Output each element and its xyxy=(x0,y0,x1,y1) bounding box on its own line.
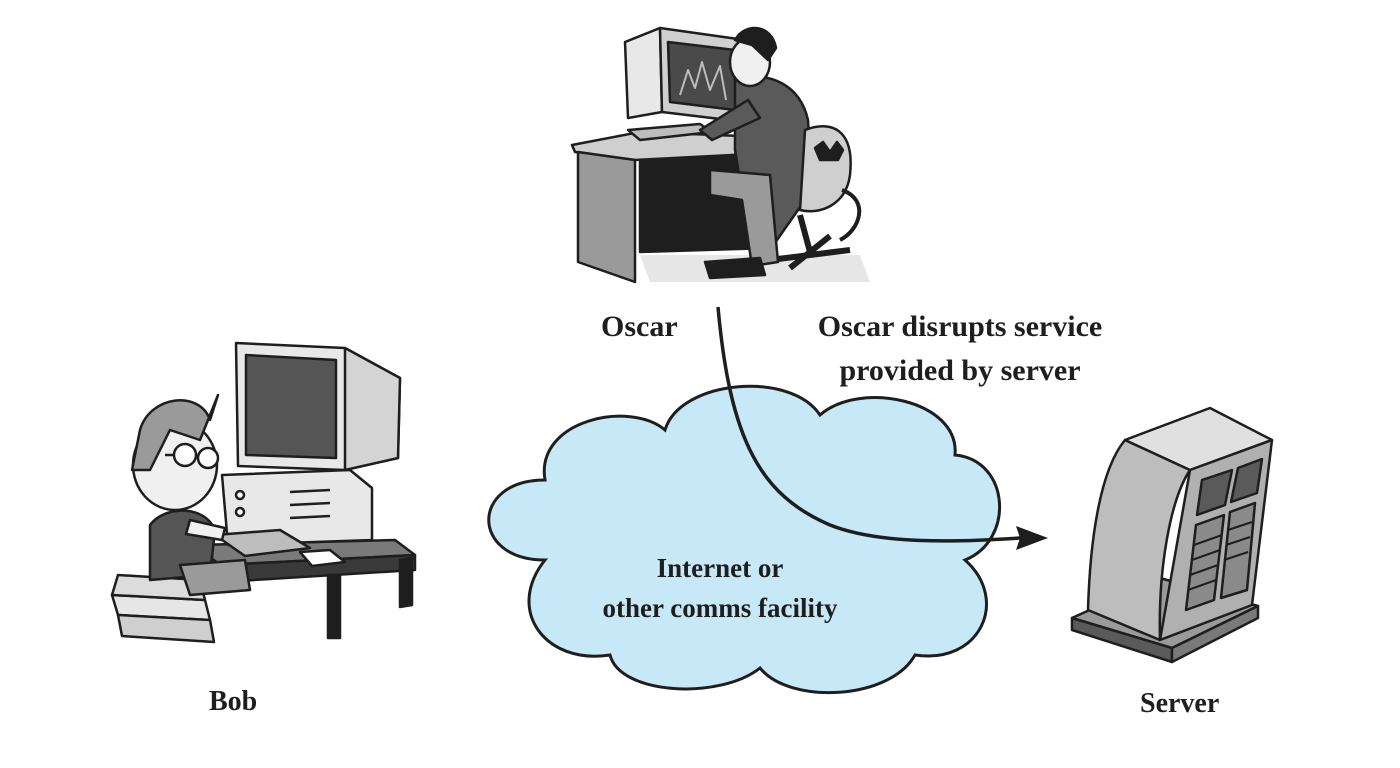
server-label: Server xyxy=(1140,688,1220,719)
annotation-line-2: provided by server xyxy=(839,354,1081,387)
user-illustration xyxy=(110,341,417,644)
annotation-line-1: Oscar disrupts service xyxy=(817,310,1103,343)
attack-annotation: Oscar disrupts service provided by serve… xyxy=(760,305,1160,393)
attack-arrow xyxy=(716,306,1048,550)
cloud-label-line-2: other comms facility xyxy=(602,593,838,623)
cloud-label-line-1: Internet or xyxy=(656,553,784,583)
cloud-label: Internet or other comms facility xyxy=(560,548,880,628)
network-cloud xyxy=(487,384,1001,695)
oscar-label: Oscar xyxy=(601,310,678,343)
server-illustration xyxy=(1070,406,1274,664)
bob-label: Bob xyxy=(209,686,258,717)
attacker-illustration xyxy=(570,26,870,284)
arrow-head xyxy=(1016,526,1048,550)
